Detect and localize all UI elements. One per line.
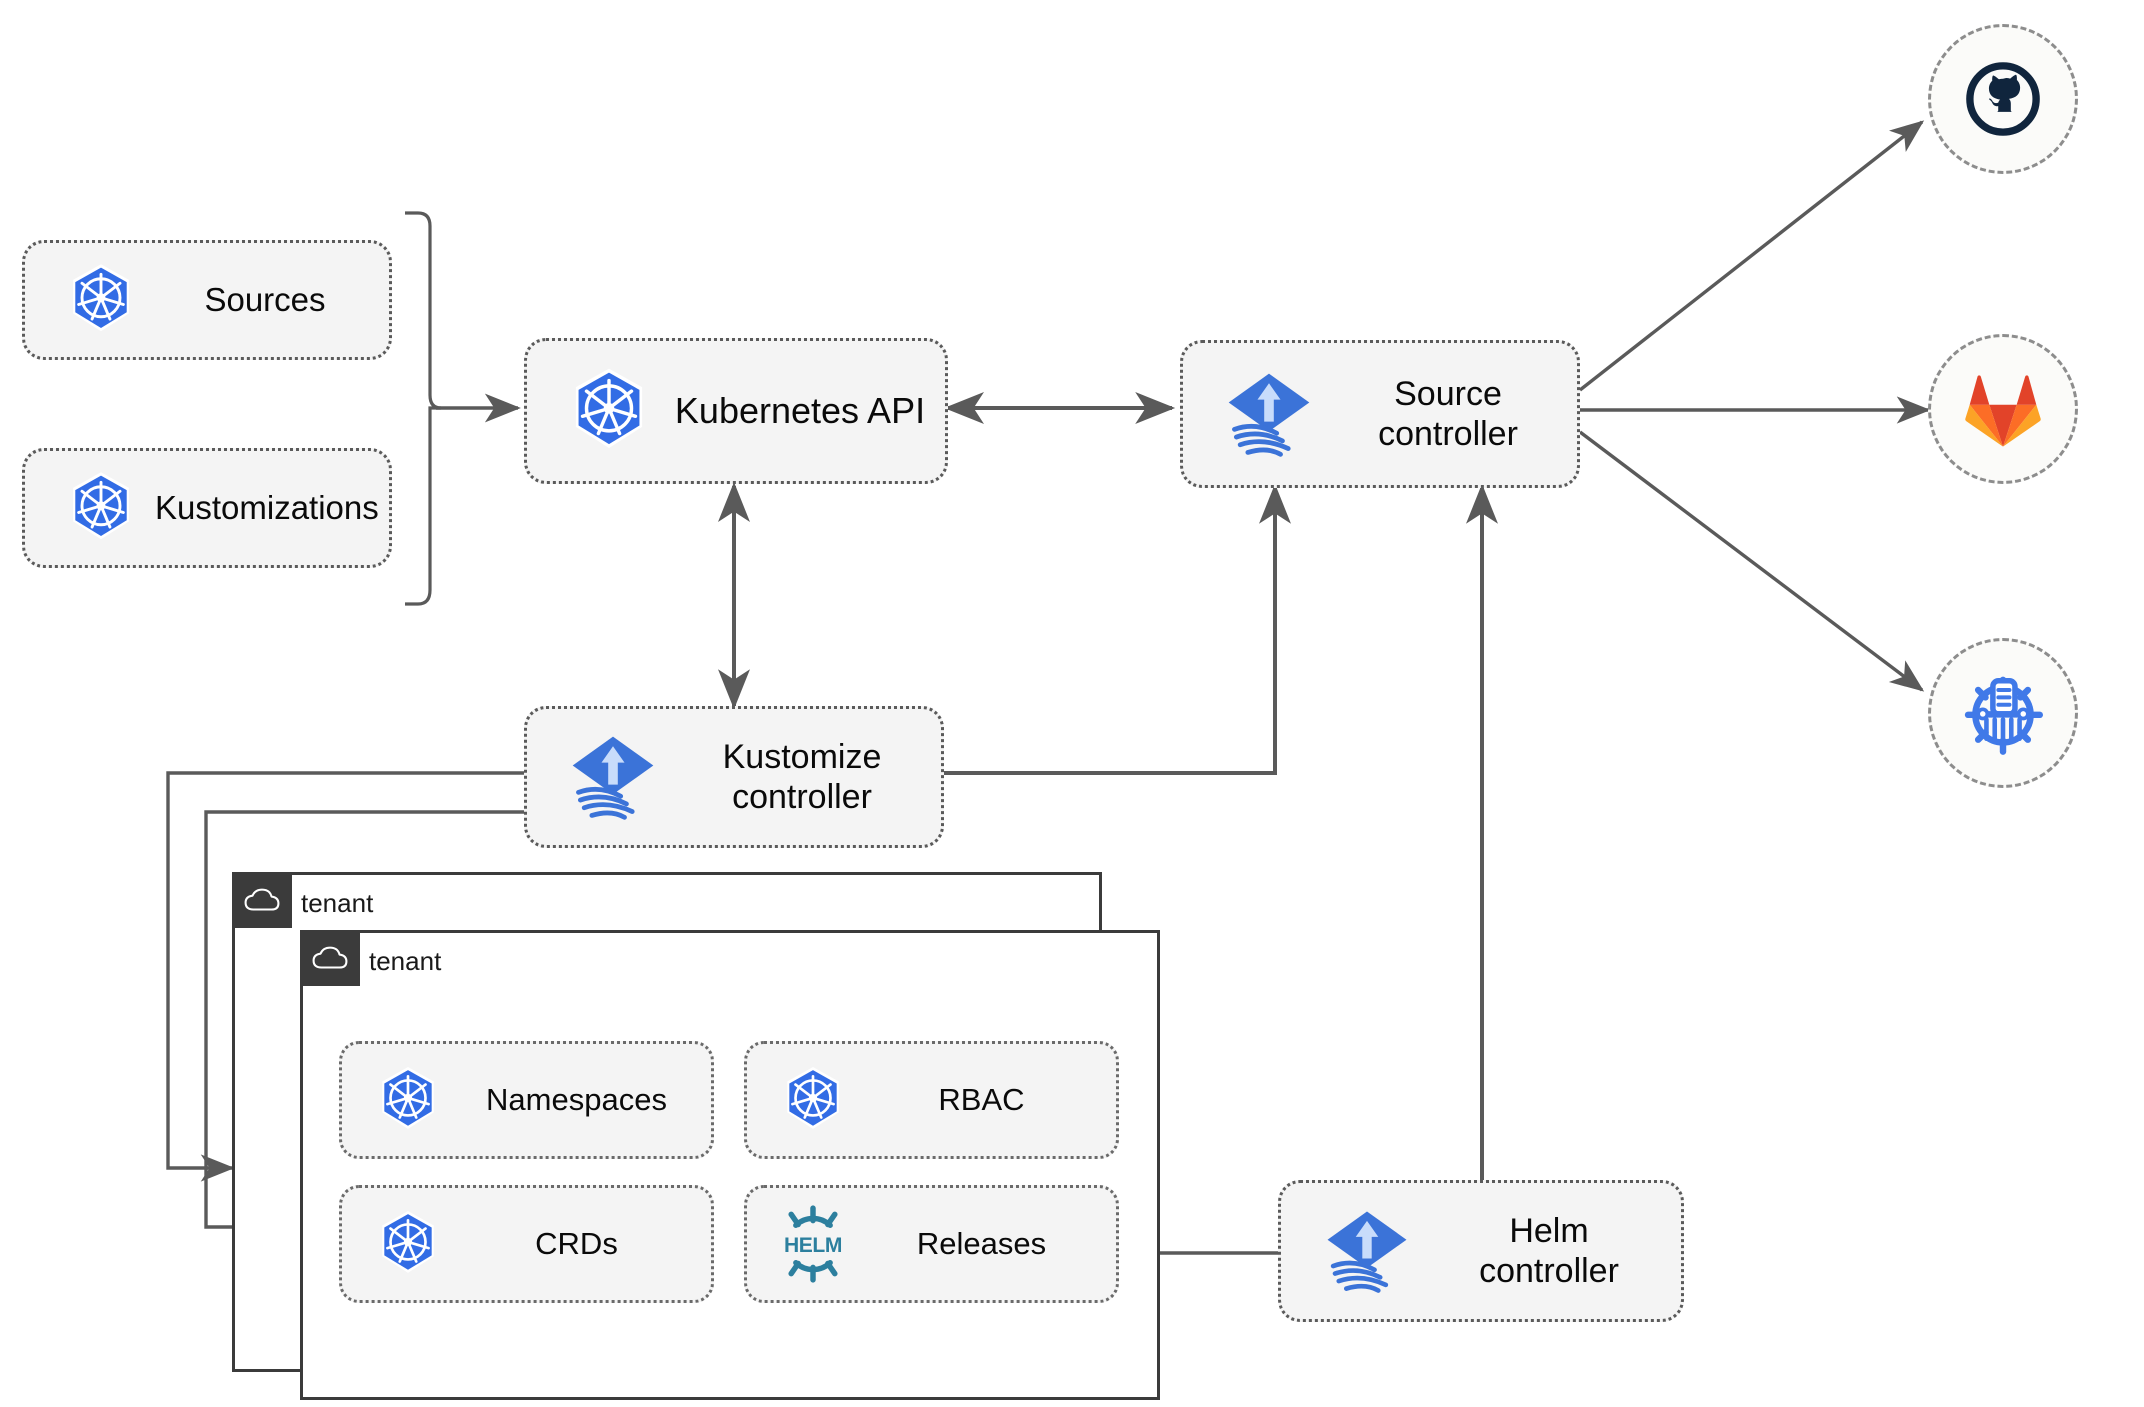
node-label-line1: Source bbox=[1394, 374, 1502, 413]
tenant-tab bbox=[300, 930, 360, 986]
edge-source-to-github bbox=[1578, 120, 1925, 392]
tile-label: RBAC bbox=[938, 1082, 1025, 1117]
tile-label: Namespaces bbox=[486, 1082, 667, 1117]
tenant-label: tenant bbox=[369, 946, 442, 976]
node-source-controller[interactable]: Source controller bbox=[1180, 340, 1580, 488]
node-label: Kubernetes API bbox=[674, 389, 926, 431]
flux-icon bbox=[1205, 366, 1333, 462]
gitlab-icon bbox=[1965, 375, 2041, 447]
repo-github[interactable] bbox=[1928, 24, 2078, 174]
helm-icon: HELM bbox=[765, 1205, 861, 1283]
flux-icon bbox=[1303, 1204, 1431, 1298]
node-label-line2: controller bbox=[1479, 1252, 1619, 1290]
tile-crds[interactable]: CRDs bbox=[339, 1185, 714, 1303]
repo-helm-repository[interactable] bbox=[1928, 638, 2078, 788]
kubernetes-icon bbox=[47, 470, 155, 546]
node-label-line1: Kustomize bbox=[722, 737, 882, 776]
helm-repository-icon bbox=[1964, 676, 2044, 755]
node-label: Kustomizations bbox=[155, 488, 379, 526]
cloud-icon bbox=[244, 888, 280, 911]
node-kustomizations[interactable]: Kustomizations bbox=[22, 448, 392, 568]
tenant-label: tenant bbox=[301, 888, 374, 918]
kubernetes-icon bbox=[549, 366, 669, 456]
tenant-resource-grid: Namespaces bbox=[339, 1041, 1119, 1303]
node-kustomize-controller[interactable]: Kustomize controller bbox=[524, 706, 944, 848]
repo-gitlab[interactable] bbox=[1928, 334, 2078, 484]
tile-releases[interactable]: HELM Releases bbox=[744, 1185, 1119, 1303]
kubernetes-icon bbox=[360, 1209, 456, 1279]
kubernetes-icon bbox=[765, 1065, 861, 1135]
tile-rbac[interactable]: RBAC bbox=[744, 1041, 1119, 1159]
kubernetes-icon bbox=[360, 1065, 456, 1135]
kubernetes-icon bbox=[47, 262, 155, 338]
flux-icon bbox=[549, 729, 677, 825]
edge-kustomize-to-source bbox=[940, 483, 1291, 775]
edge-source-to-helm-repository bbox=[1578, 430, 1925, 692]
node-kubernetes-api[interactable]: Kubernetes API bbox=[524, 338, 948, 484]
node-label-line1: Helm bbox=[1509, 1211, 1589, 1250]
node-label: Source controller bbox=[1333, 374, 1577, 454]
node-label: Kustomize controller bbox=[677, 737, 941, 817]
tenant-panel-front[interactable]: tenant bbox=[300, 930, 1160, 1400]
node-label: Helm controller bbox=[1431, 1211, 1681, 1291]
node-helm-controller[interactable]: Helm controller bbox=[1278, 1180, 1684, 1322]
tile-label: Releases bbox=[916, 1226, 1047, 1261]
sources-bracket bbox=[405, 211, 442, 606]
tile-namespaces[interactable]: Namespaces bbox=[339, 1041, 714, 1159]
tenant-tab bbox=[232, 872, 292, 928]
node-label-line2: controller bbox=[1378, 415, 1518, 453]
node-label: Sources bbox=[204, 280, 326, 318]
svg-text:HELM: HELM bbox=[784, 1234, 842, 1257]
node-label-line2: controller bbox=[732, 778, 872, 816]
github-icon bbox=[1966, 62, 2040, 136]
tile-label: CRDs bbox=[535, 1226, 618, 1261]
node-sources[interactable]: Sources bbox=[22, 240, 392, 360]
cloud-icon bbox=[312, 946, 348, 969]
